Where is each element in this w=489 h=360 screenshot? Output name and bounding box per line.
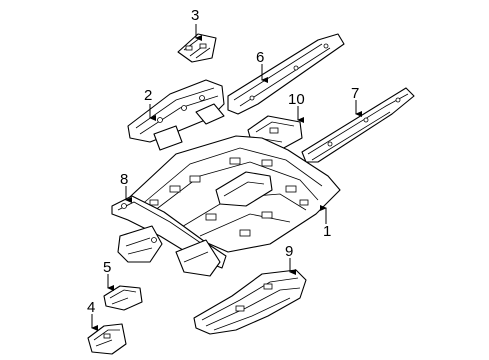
part-6-side-rail <box>227 33 345 115</box>
part-7-side-rail <box>301 87 415 163</box>
callout-2: 2 <box>144 87 152 104</box>
callout-9: 9 <box>285 243 293 260</box>
callout-7: 7 <box>351 85 359 102</box>
callout-4: 4 <box>87 299 95 316</box>
part-2-crossmember <box>127 79 225 151</box>
part-5-bracket <box>103 285 143 311</box>
part-9-rear-floor <box>193 269 307 335</box>
part-4-mount <box>87 323 127 355</box>
leader-lines <box>91 24 362 331</box>
callout-labels: 3 2 6 10 7 8 1 9 5 4 <box>87 7 359 316</box>
callout-10: 10 <box>288 91 305 108</box>
callout-1: 1 <box>323 223 331 240</box>
callout-5: 5 <box>103 259 111 276</box>
part-3-bracket <box>177 33 217 63</box>
part-8-rear-bracket <box>111 195 227 277</box>
callout-3: 3 <box>191 7 199 24</box>
callout-6: 6 <box>256 49 264 66</box>
callout-8: 8 <box>120 171 128 188</box>
